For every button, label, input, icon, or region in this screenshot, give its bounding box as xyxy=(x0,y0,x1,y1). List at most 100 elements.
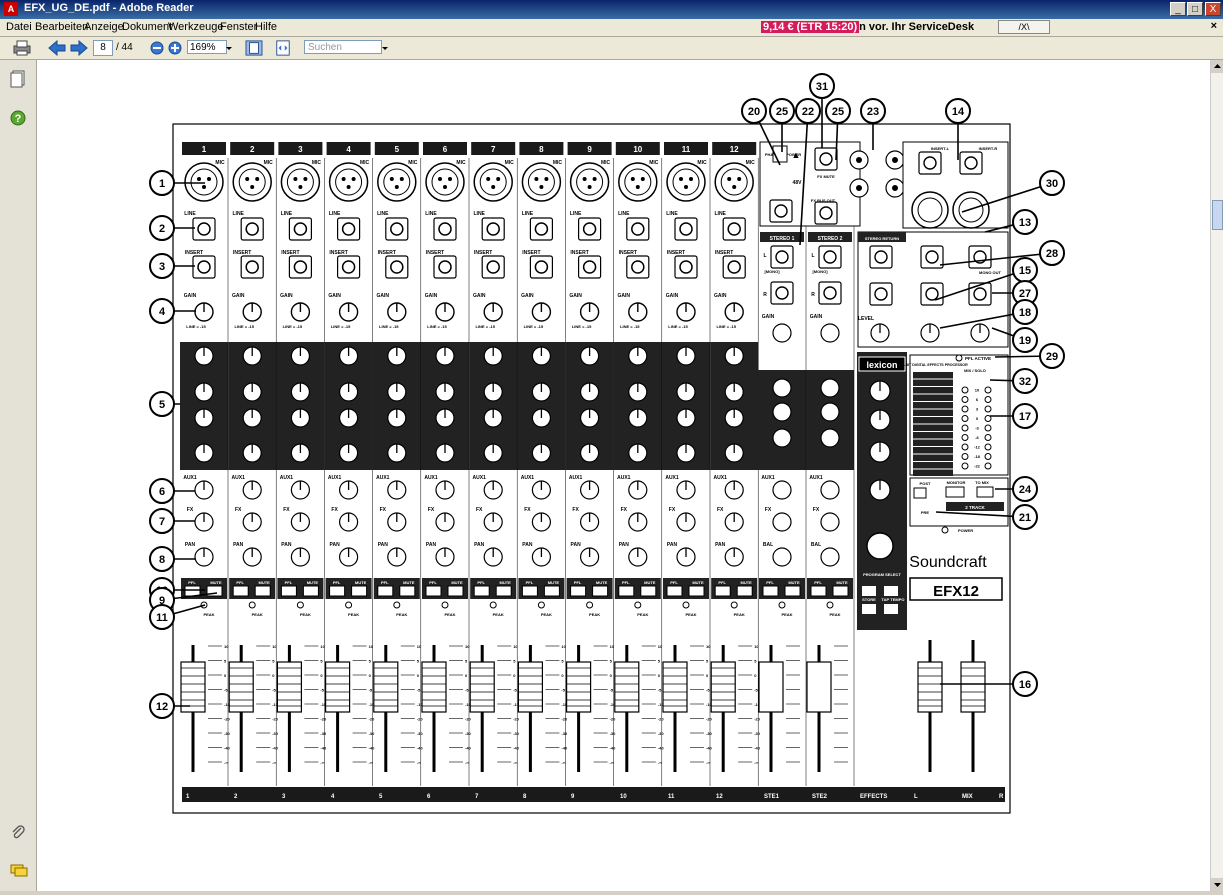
zoom-level-input[interactable]: 169% xyxy=(187,40,227,54)
channel-number-box xyxy=(374,142,419,155)
pages-icon[interactable] xyxy=(10,70,26,88)
peak-label: PEAK xyxy=(685,612,696,617)
fader-scale-label: -20 xyxy=(320,717,327,722)
send-label: FX xyxy=(572,507,579,513)
insert-jack-hole xyxy=(438,260,452,274)
xlr-pin xyxy=(197,177,201,181)
fit-width-icon[interactable] xyxy=(274,40,292,56)
peak-label: PEAK xyxy=(493,612,504,617)
attachment-icon[interactable] xyxy=(10,824,26,840)
zoom-in-icon[interactable] xyxy=(168,40,182,56)
menu-werkzeuge[interactable]: Werkzeuge xyxy=(168,21,224,33)
xlr-mic-inner xyxy=(720,168,748,196)
scroll-up-icon[interactable] xyxy=(1211,60,1223,73)
help-icon[interactable]: ? xyxy=(10,110,26,126)
line-jack-hole xyxy=(727,222,741,236)
mic-label: MIC xyxy=(215,160,225,166)
ticker-close-button[interactable]: /X\ xyxy=(998,20,1050,34)
peak-label: PEAK xyxy=(734,612,745,617)
menu-fenster[interactable]: Fenster xyxy=(220,21,258,33)
print-icon[interactable] xyxy=(12,40,32,56)
line-minus-label: LINE = -15 xyxy=(379,324,399,329)
line-minus-label: LINE = -15 xyxy=(524,324,544,329)
jack-hole xyxy=(964,156,978,170)
insert-label: INSERT xyxy=(474,250,492,256)
channel-number-box xyxy=(423,142,467,155)
meter-led-right xyxy=(984,396,992,403)
document-close-icon[interactable]: × xyxy=(1210,20,1217,32)
bottom-channel-label: 2 xyxy=(234,794,238,800)
fader-scale-label: 10 xyxy=(320,644,325,649)
maximize-button[interactable]: □ xyxy=(1187,2,1203,16)
channel-number: 6 xyxy=(443,145,448,154)
mute-button xyxy=(592,585,609,597)
fader-scale-label: -5 xyxy=(610,688,614,693)
mute-label: MUTE xyxy=(403,580,415,585)
fader-scale-label: 5 xyxy=(706,659,709,664)
jack-hole xyxy=(819,152,833,166)
send-label: FX xyxy=(380,507,387,513)
callout-leader xyxy=(939,252,1053,266)
fader-scale-label: 10 xyxy=(658,644,663,649)
xlr-pin xyxy=(534,177,539,181)
menu-dokument[interactable]: Dokument xyxy=(122,21,173,33)
peak-label: PEAK xyxy=(781,612,792,617)
send-label: FX xyxy=(765,507,772,513)
peak-led xyxy=(682,601,690,609)
next-page-icon[interactable] xyxy=(70,40,88,56)
xlr-pin xyxy=(448,177,452,181)
preset-row xyxy=(913,372,953,379)
send-label: FX xyxy=(524,507,531,513)
callout-circle xyxy=(945,98,971,124)
menu-hilfe[interactable]: Hilfe xyxy=(255,21,278,33)
bottom-channel-label: 1 xyxy=(186,794,190,800)
mute-button xyxy=(736,585,753,597)
callout-circle xyxy=(149,478,175,504)
line-jack-hole xyxy=(245,222,259,236)
search-input[interactable]: Suchen xyxy=(304,40,382,54)
send-label: FX xyxy=(331,507,338,513)
xlr-pin xyxy=(245,177,250,181)
fader-scale-label: -5 xyxy=(320,688,324,693)
callout-circle xyxy=(1012,671,1038,697)
insert-jack-hole xyxy=(631,260,645,274)
send-label: AUX1 xyxy=(569,475,583,481)
fader-scale-label: -30 xyxy=(561,731,568,736)
line-label: LINE xyxy=(522,211,534,217)
peak-label: PEAK xyxy=(252,612,263,617)
callout-number: 3 xyxy=(159,261,165,273)
pfl-label: PFL xyxy=(574,580,582,585)
fit-page-icon[interactable] xyxy=(244,40,264,56)
fader-scale-label: -40 xyxy=(224,746,231,751)
page-number-input[interactable]: 8 xyxy=(93,40,113,56)
zoom-out-icon[interactable] xyxy=(150,40,164,56)
insert-label: INSERT xyxy=(329,250,347,256)
meter-label: -12 xyxy=(974,445,981,450)
pfl-label: PFL xyxy=(670,580,678,585)
channel-number: 4 xyxy=(346,145,351,154)
menu-datei[interactable]: Datei xyxy=(6,21,32,33)
scroll-down-icon[interactable] xyxy=(1211,878,1223,891)
pfl-label: PFL xyxy=(477,580,485,585)
servicedesk-ticker[interactable]: 9,14 € (ETR 15:20)n vor. Ihr ServiceDesk xyxy=(761,19,974,35)
vertical-scrollbar[interactable] xyxy=(1210,60,1223,891)
pfl-label: PFL xyxy=(333,580,341,585)
menu-anzeige[interactable]: Anzeige xyxy=(84,21,124,33)
callout-number: 11 xyxy=(156,612,168,624)
horizontal-scrollbar[interactable] xyxy=(0,891,1223,895)
fader-scale-label: -∞ xyxy=(561,760,565,765)
insert-label: INSERT xyxy=(378,250,396,256)
search-dropdown-icon[interactable] xyxy=(380,40,390,56)
zoom-dropdown-icon[interactable] xyxy=(224,40,234,56)
callout-circle xyxy=(795,98,821,124)
menu-bearbeiten[interactable]: Bearbeiten xyxy=(35,21,89,33)
previous-page-icon[interactable] xyxy=(48,40,66,56)
scroll-thumb[interactable] xyxy=(1212,200,1223,230)
stereo-jack-hole xyxy=(775,250,789,264)
xlr-mic-inner xyxy=(190,168,218,196)
close-button[interactable]: X xyxy=(1205,2,1221,16)
comments-icon[interactable] xyxy=(10,864,28,878)
callout-number: 20 xyxy=(748,106,760,118)
minimize-button[interactable]: _ xyxy=(1170,2,1186,16)
